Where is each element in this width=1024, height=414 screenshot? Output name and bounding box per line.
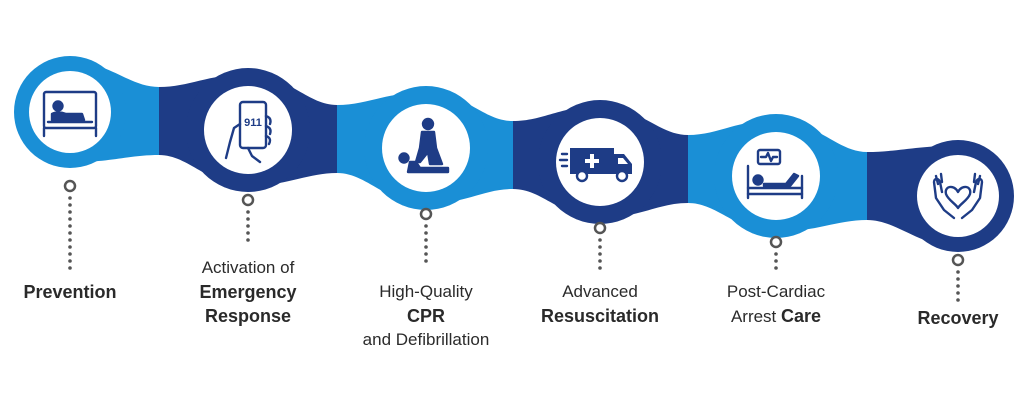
connector-dot: [68, 231, 72, 235]
step-label-line: Arrest Care: [676, 304, 876, 329]
connector-dot: [68, 203, 72, 207]
step-inner-activation: [204, 86, 292, 174]
step-label-text: Activation of: [201, 258, 295, 277]
step-label-emphasis: Care: [781, 306, 822, 326]
connector-dot: [68, 238, 72, 242]
chain-connectors: [63, 179, 965, 302]
step-label-line: Post-Cardiac: [676, 280, 876, 304]
phone-911-icon: 911: [224, 100, 272, 164]
connector-ring-cpr: [419, 207, 433, 221]
connector-dot: [68, 259, 72, 263]
connector-dot: [68, 224, 72, 228]
connector-ring-prevention: [63, 179, 77, 193]
connector-ring-post-cardiac: [769, 235, 783, 249]
connector-dot: [956, 270, 960, 274]
connector-dot: [68, 217, 72, 221]
connector-dot: [774, 266, 778, 270]
svg-text:911: 911: [244, 117, 262, 129]
cpr-icon: [398, 117, 450, 174]
connector-dot: [246, 224, 250, 228]
step-label-text: CPR: [406, 306, 445, 326]
step-inner-prevention: [29, 71, 111, 153]
step-label-line: Prevention: [0, 280, 170, 304]
connector-dot: [68, 266, 72, 270]
connector-dot: [246, 217, 250, 221]
connector-dot: [246, 231, 250, 235]
connector-dot: [424, 224, 428, 228]
bed-icon: [42, 90, 98, 138]
connector-dot: [956, 291, 960, 295]
step-label-text: Post-Cardiac: [726, 282, 826, 301]
connector-dot: [956, 277, 960, 281]
connector-ring-resuscitation: [593, 221, 607, 235]
step-inner-recovery: [917, 155, 999, 237]
connector-dot: [246, 238, 250, 242]
connector-ring-recovery: [951, 253, 965, 267]
step-label-text: Arrest: [730, 307, 777, 326]
step-label-text: and Defibrillation: [362, 330, 490, 349]
step-label-line: Advanced: [500, 280, 700, 304]
hospital-bed-icon: [746, 148, 804, 200]
chain-circles: [14, 56, 1014, 252]
step-label-line: and Defibrillation: [326, 328, 526, 352]
connector-dot: [68, 252, 72, 256]
step-label-line: CPR: [326, 304, 526, 328]
connector-dot: [424, 252, 428, 256]
step-label-text: High-Quality: [379, 282, 473, 301]
connector-dot: [956, 298, 960, 302]
connector-dot: [774, 259, 778, 263]
connector-ring-activation: [241, 193, 255, 207]
step-label-text: Emergency: [199, 282, 297, 302]
step-label-text: Resuscitation: [540, 306, 660, 326]
connector-dot: [424, 245, 428, 249]
connector-dot: [774, 252, 778, 256]
connector-dot: [424, 259, 428, 263]
connector-dot: [598, 252, 602, 256]
step-inner-post-cardiac: [732, 132, 820, 220]
connector-dot: [68, 210, 72, 214]
step-label-line: Activation of: [148, 256, 348, 280]
ambulance-icon: [558, 148, 632, 183]
step-label-line: Recovery: [858, 306, 1024, 330]
connector-dot: [424, 231, 428, 235]
connector-dot: [598, 266, 602, 270]
connector-dot: [68, 245, 72, 249]
connector-dot: [424, 238, 428, 242]
connector-dot: [598, 259, 602, 263]
connector-dot: [598, 238, 602, 242]
step-label-prevention: Prevention: [0, 280, 170, 304]
connector-dot: [598, 245, 602, 249]
step-label-line: Emergency: [148, 280, 348, 304]
step-label-line: Response: [148, 304, 348, 328]
step-label-line: High-Quality: [326, 280, 526, 304]
step-label-line: Resuscitation: [500, 304, 700, 328]
hands-heart-icon: [932, 172, 984, 220]
connector-dot: [956, 284, 960, 288]
connector-dot: [68, 196, 72, 200]
connector-dot: [246, 210, 250, 214]
step-label-text: Prevention: [23, 282, 117, 302]
chain-icons: 911: [42, 90, 984, 220]
step-label-text: Recovery: [917, 308, 999, 328]
step-label-recovery: Recovery: [858, 306, 1024, 330]
step-label-text: Response: [204, 306, 292, 326]
step-label-text: Advanced: [562, 282, 638, 301]
